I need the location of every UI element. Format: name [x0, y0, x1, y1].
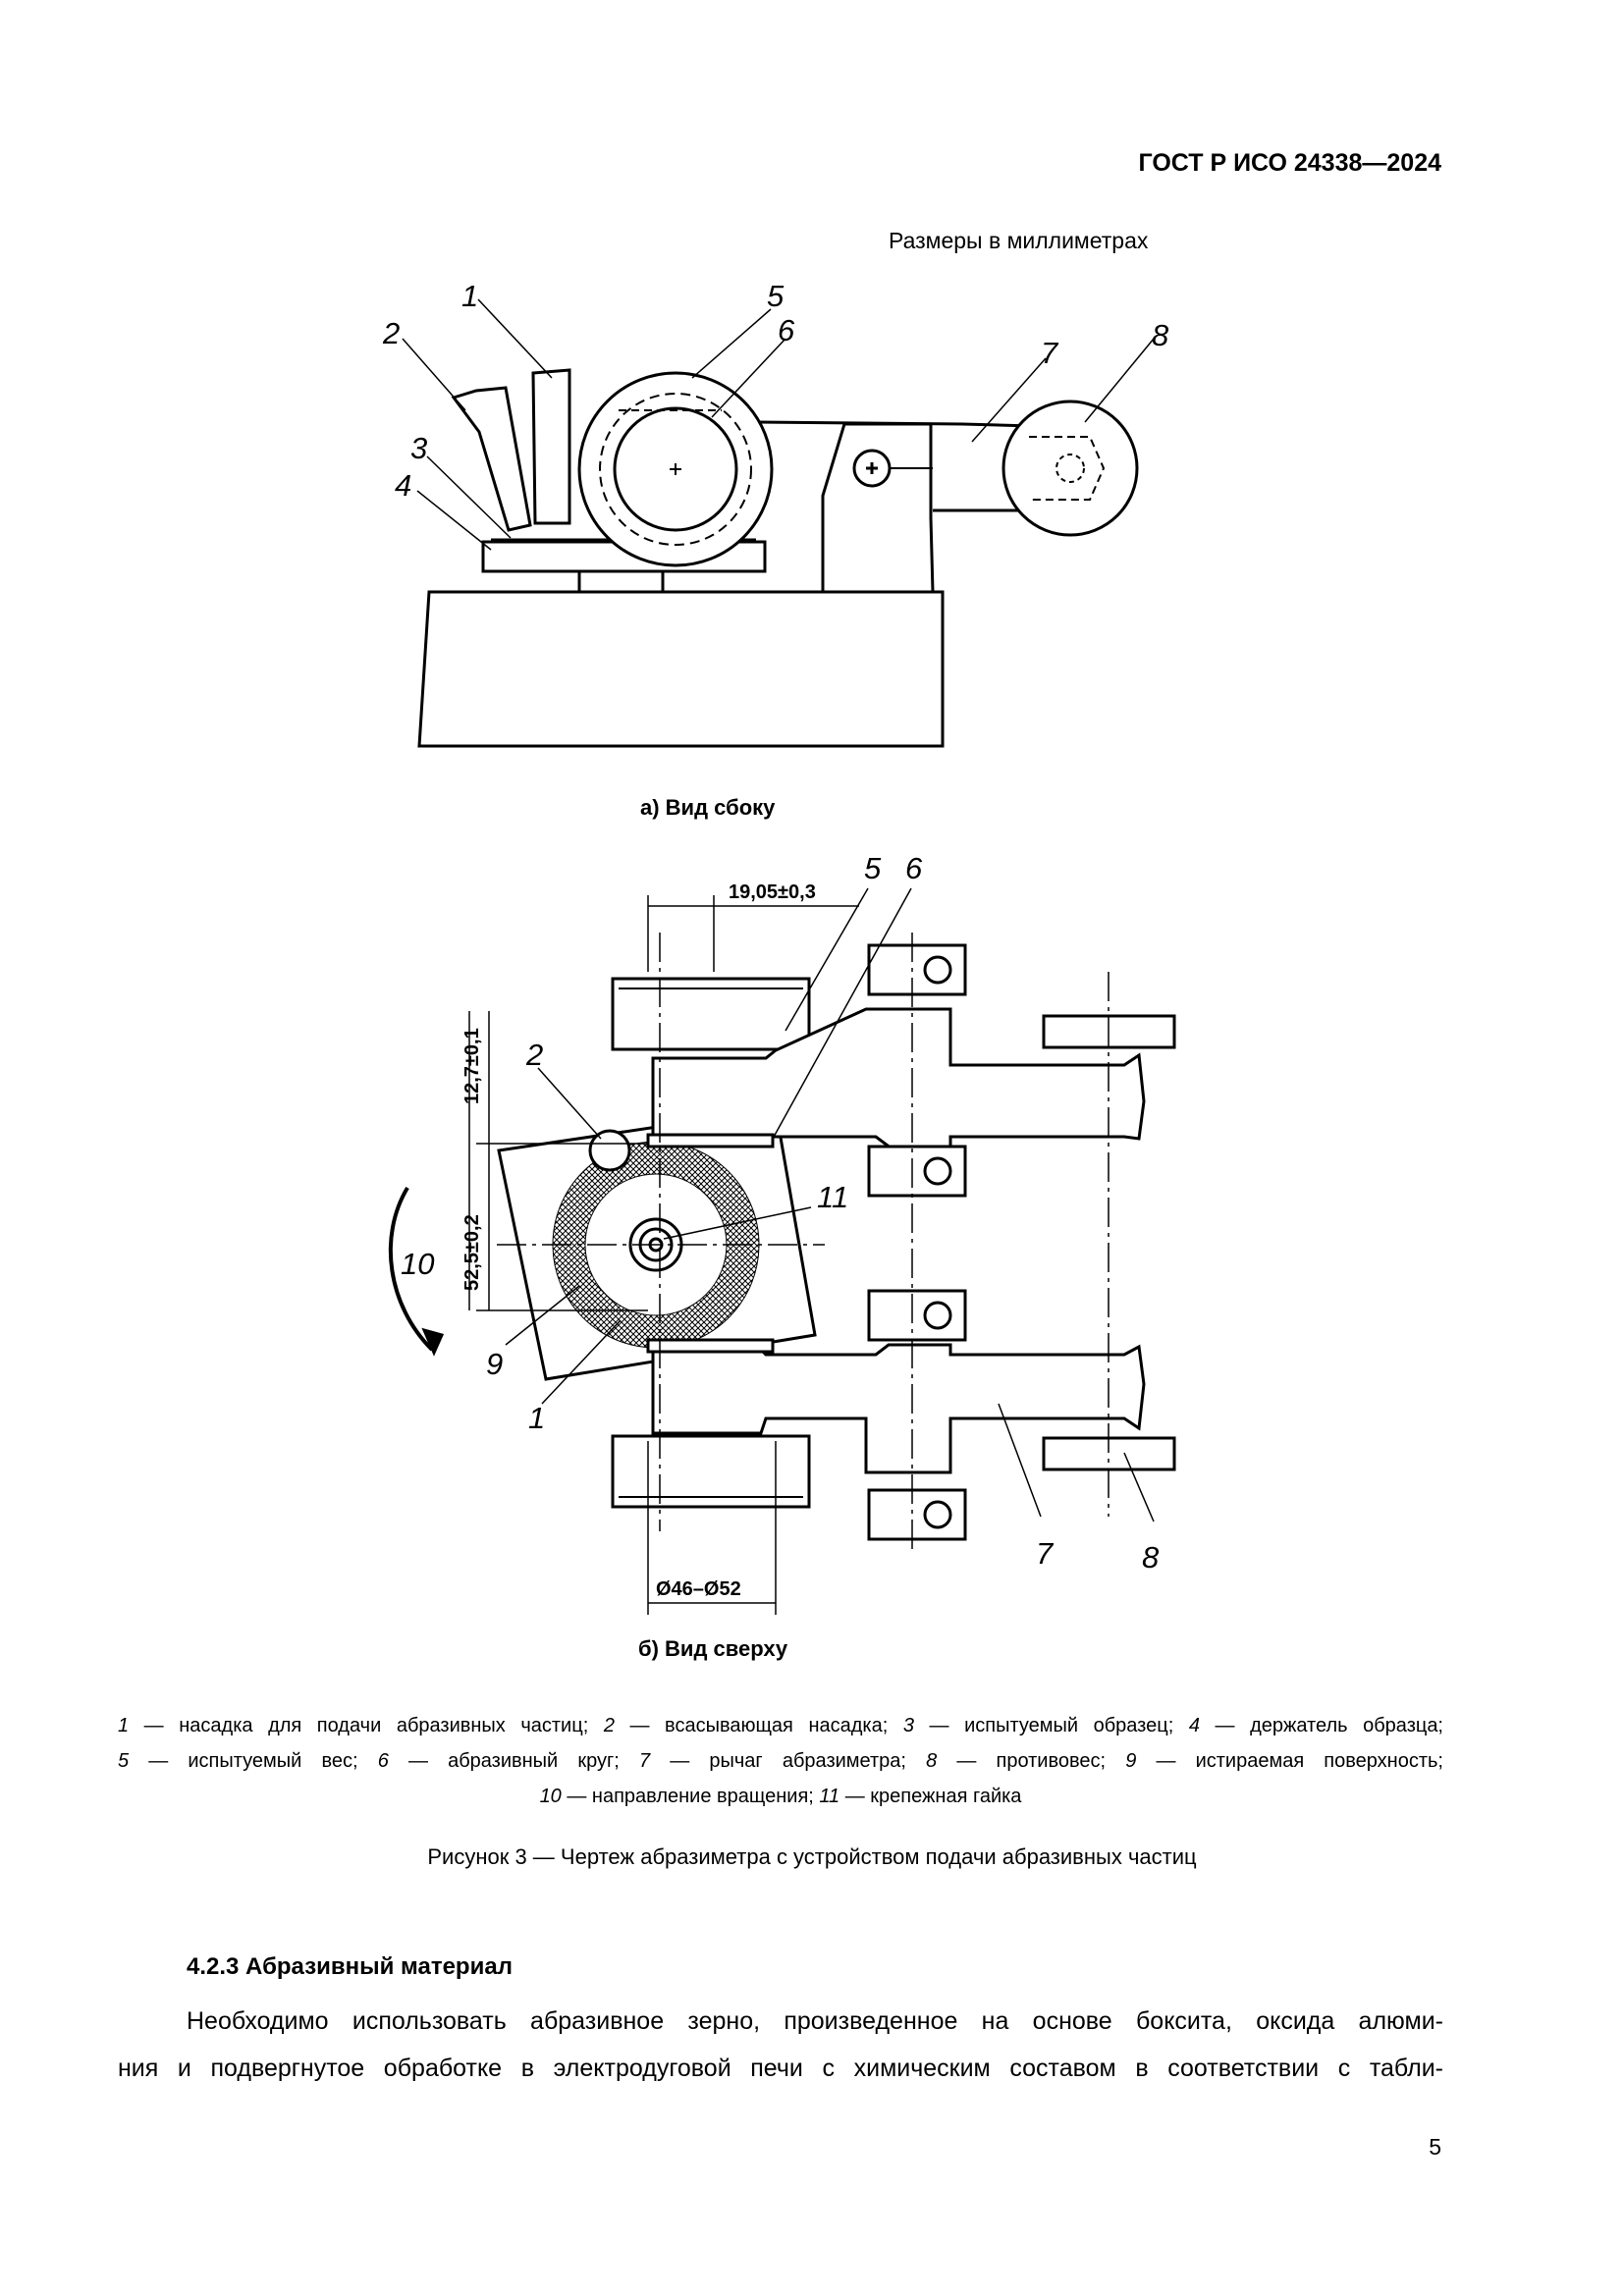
dim-wheel-spacing: 52,5±0,2 [461, 1214, 483, 1291]
legend-line-2: 5 — испытуемый вес; 6 — абразивный круг;… [118, 1750, 1443, 1772]
side-view-drawing: 1 2 3 4 5 6 7 8 [382, 279, 1169, 748]
top-label-6: 6 [905, 851, 923, 885]
figure-legend: 1 — насадка для подачи абразивных частиц… [118, 1708, 1443, 1814]
dim-gap-top: 12,7±0,1 [461, 1028, 483, 1104]
page-number: 5 [1429, 2134, 1441, 2160]
test-weight-upper [611, 977, 811, 1051]
document-header: ГОСТ Р ИСО 24338—2024 [1138, 149, 1441, 177]
side-label-6: 6 [778, 313, 795, 347]
legend-line-3: 10 — направление вращения; 11 — крепежна… [539, 1786, 1022, 1807]
side-label-3: 3 [410, 431, 427, 465]
section-paragraph: Необходимо использовать абразивное зерно… [118, 1998, 1443, 2092]
suction-nozzle-top [588, 1129, 631, 1172]
dim-offset: 19,05±0,3 [729, 881, 816, 903]
paragraph-line-1: Необходимо использовать абразивное зерно… [187, 2007, 1443, 2035]
top-view-drawing: 19,05±0,3 Ø46–Ø52 12,7±0,1 52,5±0,2 5 6 … [388, 851, 1176, 1615]
suction-nozzle [451, 386, 532, 532]
top-label-8: 8 [1142, 1540, 1160, 1575]
side-label-2: 2 [382, 316, 400, 350]
side-label-4: 4 [395, 468, 411, 503]
section-heading: 4.2.3 Абразивный материал [187, 1953, 513, 1980]
top-label-7: 7 [1036, 1536, 1055, 1571]
arm-lower [651, 1343, 1146, 1474]
side-label-1: 1 [461, 279, 478, 313]
units-note: Размеры в миллиметрах [889, 228, 1149, 253]
top-label-5: 5 [864, 851, 882, 885]
base-body [417, 590, 945, 748]
side-label-5: 5 [767, 279, 785, 313]
top-label-1: 1 [528, 1401, 545, 1435]
figure-caption: Рисунок 3 — Чертеж абразиметра с устройс… [427, 1844, 1197, 1869]
top-label-9: 9 [486, 1347, 503, 1381]
dim-diameter: Ø46–Ø52 [656, 1578, 741, 1600]
side-label-8: 8 [1152, 318, 1169, 352]
side-label-7: 7 [1041, 336, 1059, 370]
top-label-11: 11 [817, 1180, 848, 1214]
top-label-10: 10 [401, 1247, 434, 1281]
feed-nozzle [531, 368, 571, 525]
counterweight [1001, 400, 1139, 537]
top-view-caption: б) Вид сверху [638, 1636, 788, 1661]
top-label-2: 2 [525, 1038, 543, 1072]
paragraph-line-2: ния и подвергнутое обработке в электроду… [118, 2055, 1443, 2082]
rotation-arrow [388, 1186, 434, 1352]
side-view-caption: а) Вид сбоку [640, 795, 776, 820]
legend-line-1: 1 — насадка для подачи абразивных частиц… [118, 1715, 1443, 1736]
